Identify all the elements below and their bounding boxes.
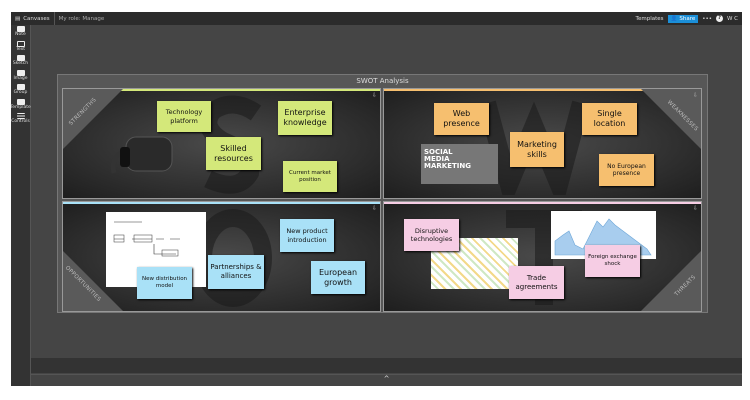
pin-icon[interactable]: ⇩ — [692, 205, 698, 212]
templates-button[interactable]: Templates — [635, 15, 664, 22]
top-bar: ▤Canvases My role: Manage Templates 👤Sha… — [11, 12, 742, 25]
chevron-up-icon[interactable]: ^ — [383, 375, 390, 383]
text-icon — [16, 40, 25, 47]
role-label: My role: Manage — [58, 15, 105, 22]
sticky-note[interactable]: New distribution model — [137, 267, 192, 299]
weaknesses-letter-watermark — [479, 100, 589, 195]
sticky-note[interactable]: Single location — [582, 103, 637, 135]
sticky-note[interactable]: New product introduction — [280, 219, 334, 252]
threats-corner — [641, 251, 701, 311]
sticky-note[interactable]: Partnerships & alliances — [208, 255, 264, 289]
vr-headset-image — [110, 136, 173, 174]
pin-icon[interactable]: ⇩ — [371, 92, 377, 99]
frame-title: SWOT Analysis — [356, 77, 409, 85]
tool-note[interactable]: Note — [11, 26, 30, 40]
canvases-button[interactable]: ▤Canvases — [11, 12, 55, 25]
pin-icon[interactable]: ⇩ — [692, 92, 698, 99]
strengths-corner — [63, 89, 123, 149]
sticky-note[interactable]: Skilled resources — [206, 137, 261, 170]
tool-label: Controls — [11, 119, 30, 124]
strengths-quadrant[interactable]: STRENGTHS ⇩ Technology platform Enterpri… — [62, 88, 381, 199]
sticky-note[interactable]: Disruptive technologies — [404, 219, 459, 251]
pin-icon[interactable]: ⇩ — [371, 205, 377, 212]
sticky-note[interactable]: Trade agreements — [509, 266, 564, 299]
more-button[interactable]: ••• — [702, 15, 712, 22]
weaknesses-quadrant[interactable]: WEAKNESSES ⇩ SOCIAL MEDIA MARKETING Web … — [383, 88, 702, 199]
app-window: ▤Canvases My role: Manage Templates 👤Sha… — [10, 12, 742, 386]
weaknesses-accent — [384, 89, 701, 91]
image-text: SOCIAL MEDIA MARKETING — [424, 148, 471, 170]
sticky-note[interactable]: Current market position — [283, 161, 337, 192]
pencil-icon — [16, 55, 25, 61]
canvases-label: Canvases — [23, 15, 50, 22]
template-icon — [16, 98, 25, 105]
sticky-note[interactable]: Foreign exchange shock — [585, 245, 640, 277]
tool-label: Group — [13, 90, 28, 95]
tool-label: Image — [13, 75, 28, 81]
tool-image[interactable]: Image — [11, 69, 30, 84]
sticky-note[interactable]: Marketing skills — [510, 132, 564, 167]
tool-sketch[interactable]: Sketch — [11, 55, 30, 69]
bottom-panel — [31, 358, 742, 373]
canvases-icon: ▤ — [15, 15, 21, 22]
opportunities-accent — [63, 202, 380, 204]
user-menu[interactable]: W C — [726, 15, 738, 22]
help-icon[interactable]: ? — [715, 15, 723, 22]
threats-quadrant[interactable]: THREATS ⇩ Disruptive technologies Trade … — [383, 201, 702, 312]
sticky-note[interactable]: Technology platform — [157, 101, 211, 132]
tool-label: Text — [15, 46, 26, 52]
sliders-icon — [16, 113, 25, 119]
weaknesses-corner — [641, 89, 701, 149]
expand-panel-button[interactable]: ^ — [31, 374, 742, 386]
tool-label: Template — [10, 104, 31, 110]
tool-controls[interactable]: Controls — [11, 113, 30, 127]
camera-icon — [16, 69, 25, 76]
sticky-note[interactable]: European growth — [311, 261, 365, 294]
sticky-note[interactable]: Enterprise knowledge — [278, 101, 332, 135]
share-label: Share — [679, 15, 696, 22]
sticky-note[interactable]: No European presence — [599, 154, 654, 186]
sticky-note[interactable]: Web presence — [434, 103, 489, 135]
note-icon — [16, 26, 25, 32]
tool-template[interactable]: Template — [10, 98, 31, 113]
threats-accent — [384, 202, 701, 204]
tool-label: Note — [15, 32, 26, 37]
user-add-icon: 👤 — [670, 15, 678, 22]
strengths-accent — [63, 89, 380, 91]
swot-frame[interactable]: SWOT Analysis STRENGTHS ⇩ Technology pla… — [57, 74, 708, 313]
share-button[interactable]: 👤Share — [667, 14, 699, 23]
social-media-image: SOCIAL MEDIA MARKETING — [421, 144, 498, 184]
tool-label: Sketch — [12, 61, 29, 66]
tool-sidebar: Note Text Sketch Image Group Template Co… — [10, 25, 31, 386]
tool-group[interactable]: Group — [11, 84, 30, 98]
tool-text[interactable]: Text — [11, 40, 30, 55]
opportunities-quadrant[interactable]: OPPORTUNITIES ⇩ New distribution model P… — [62, 201, 381, 312]
group-icon — [16, 84, 25, 90]
